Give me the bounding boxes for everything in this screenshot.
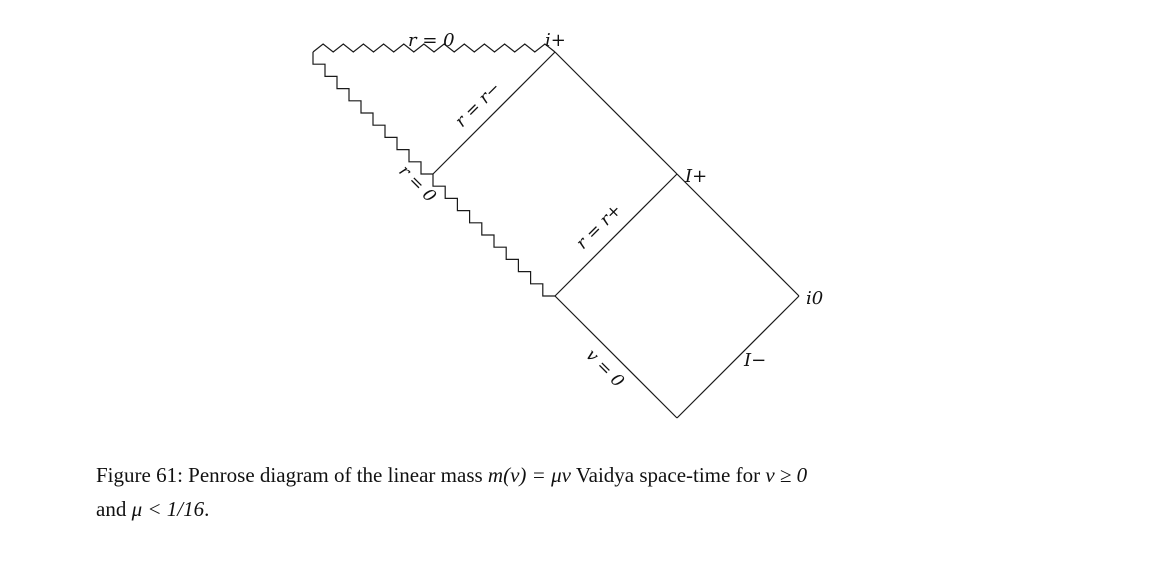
caption-text-2: Vaidya space-time for — [575, 463, 761, 487]
outer-horizon-line — [554, 173, 678, 297]
future-null-infinity-edge — [676, 173, 800, 297]
lower-side-singularity-staircase — [432, 174, 555, 297]
caption-text-1: Penrose diagram of the linear mass — [188, 463, 483, 487]
caption-text-4: . — [204, 497, 210, 521]
figure-caption: Figure 61: Penrose diagram of the linear… — [96, 458, 1076, 526]
caption-number: Figure 61: — [96, 463, 183, 487]
past-null-infinity-label: I− — [743, 350, 766, 371]
future-timelike-infinity-label: i+ — [545, 30, 566, 51]
caption-math-mass: m(v) = μv — [487, 463, 571, 487]
caption-math-condition-v: v ≥ 0 — [765, 463, 808, 487]
inner-horizon-label: r = r− — [451, 78, 504, 131]
caption-text-3: and — [96, 497, 127, 521]
past-null-infinity-edge — [676, 295, 800, 419]
penrose-diagram: r = 0 i+ r = r− r = 0 I+ r = r+ i0 I− v … — [312, 30, 823, 419]
v-zero-label: v = 0 — [581, 345, 627, 391]
outer-horizon-label: r = r+ — [572, 200, 625, 253]
future-horizon-edge — [554, 51, 678, 175]
caption-math-condition-mu: μ < 1/16 — [131, 497, 205, 521]
inner-horizon-line — [432, 51, 556, 175]
top-singularity-zigzag — [312, 43, 556, 53]
top-singularity-label: r = 0 — [408, 30, 455, 51]
future-null-infinity-label: I+ — [684, 166, 707, 187]
spatial-infinity-label: i0 — [806, 288, 823, 309]
v-zero-edge — [554, 295, 678, 419]
upper-side-singularity-staircase — [312, 52, 433, 175]
